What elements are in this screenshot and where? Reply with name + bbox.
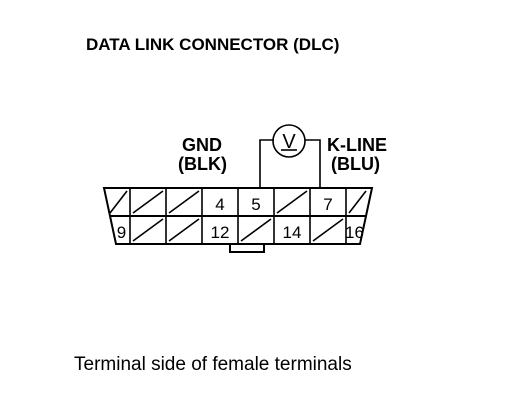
pin-label-4: 4 (215, 195, 224, 214)
empty-pin-slot (312, 218, 344, 242)
pin-label-14: 14 (283, 223, 302, 242)
pin-slots: 4 5 7 9 12 14 16 (109, 190, 367, 242)
empty-pin-slot (168, 190, 200, 214)
pin-label-7: 7 (323, 195, 332, 214)
empty-pin-slot (109, 190, 128, 214)
pin-label-12: 12 (211, 223, 230, 242)
empty-pin-slot (168, 218, 200, 242)
voltmeter-icon: V (272, 124, 306, 158)
kline-wire-color: (BLU) (331, 154, 380, 174)
kline-label: K-LINE (327, 135, 387, 155)
empty-pin-slot (132, 218, 164, 242)
voltmeter-symbol: V (282, 131, 296, 153)
pin-label-5: 5 (251, 195, 260, 214)
diagram-caption: Terminal side of female terminals (74, 354, 352, 375)
meter-lead-right (305, 139, 321, 188)
empty-pin-slot (132, 190, 164, 214)
connector-locking-tab (229, 244, 265, 253)
connector-cell-dividers (129, 188, 347, 244)
gnd-wire-color: (BLK) (178, 154, 227, 174)
diagram-title: DATA LINK CONNECTOR (DLC) (86, 35, 339, 54)
empty-pin-slot (276, 190, 308, 214)
pin-label-9: 9 (117, 223, 126, 242)
pin-label-16: 16 (345, 223, 364, 242)
empty-pin-slot (240, 218, 272, 242)
gnd-label: GND (182, 135, 222, 155)
connector-outline (102, 187, 374, 245)
meter-lead-left (259, 139, 274, 188)
empty-pin-slot (348, 190, 367, 214)
